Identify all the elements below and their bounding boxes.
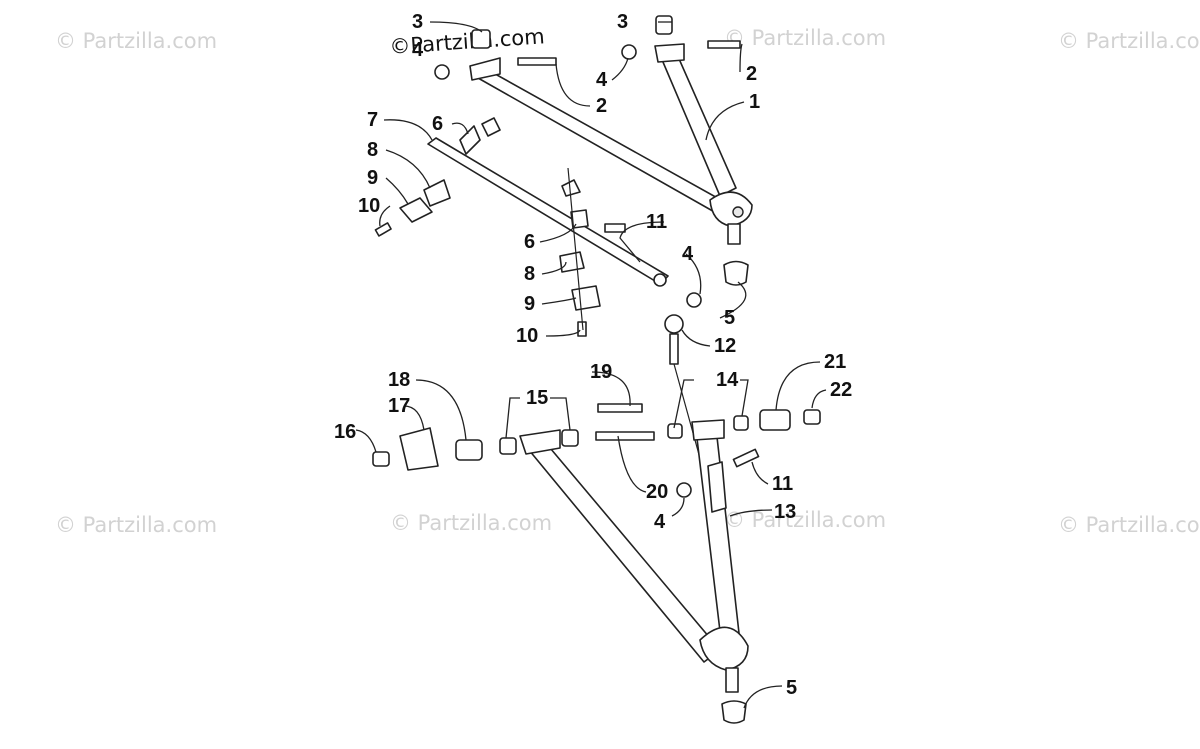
upper-ball-joint-boot [723,260,749,286]
callout-6-upper: 6 [432,113,443,135]
sway-bar-link-eye [664,314,684,334]
callout-9-lower: 9 [524,293,535,315]
watermark-top-center: © Partzilla.com [724,26,886,50]
lower-bushing-front-b [733,415,749,431]
bushing-clamp-a [459,125,481,155]
callout-3-front: 3 [617,11,628,33]
nut-front [803,409,821,425]
lower-bushing-rear-a [499,437,517,455]
callout-14: 14 [716,369,739,391]
callout-8-lower: 8 [524,263,535,285]
sleeve-rear [455,439,483,461]
nut-rear [372,451,390,467]
bushing-a [423,179,451,207]
sway-bar-end-eye [653,273,667,287]
lower-bushing-rear-b [561,429,579,447]
callout-4-rear: 4 [412,39,424,61]
watermark-mid-left: © Partzilla.com [55,513,217,537]
callout-20: 20 [646,481,668,503]
watermark-mid-right: © Partzilla.com [1058,513,1200,537]
clip-a [481,117,501,137]
lower-a-arm [372,403,821,724]
callout-4-front: 4 [596,69,608,91]
callout-7: 7 [367,109,378,131]
callout-3-rear: 3 [412,11,423,33]
callout-13: 13 [774,501,796,523]
sway-bar-assembly [374,117,707,481]
sleeve-front [759,409,791,431]
assembly-line-b [567,167,584,331]
link-bolt-top [604,223,626,233]
upper-arm-rear-pivot [469,57,501,81]
lower-arm-front-pivot [691,419,725,441]
watermark-mid-center: © Partzilla.com [390,511,552,535]
sway-bar-link-rod [669,333,679,365]
callout-1: 1 [749,91,760,113]
lower-arm-rear-tube [523,435,721,663]
callout-9-upper: 9 [367,167,378,189]
callout-4-link: 4 [682,243,694,265]
bolt-a [374,222,392,237]
watermark-layer: © Partzilla.com © Partzilla.com © Partzi… [55,24,1200,537]
leader-lines [355,21,827,709]
callout-6-lower: 6 [524,231,535,253]
watermark-top-left: © Partzilla.com [55,29,217,53]
clip-b [561,179,581,197]
shock-mount-bracket [707,461,727,513]
watermark-top-right: © Partzilla.com [1058,29,1200,53]
callout-5-upper: 5 [724,307,735,329]
sway-bar [427,137,669,285]
upper-arm-front-pivot [654,43,685,63]
mount-bracket [399,427,439,471]
upper-a-arm [434,15,753,286]
bolt-20 [595,431,655,441]
lower-ball-joint-housing [699,626,749,671]
watermark-mid-center-right: © Partzilla.com [724,508,886,532]
callout-2-front: 2 [746,63,757,85]
upper-bolt-front [707,40,741,49]
upper-nut-front [621,44,637,60]
callout-18: 18 [388,369,410,391]
upper-ball-joint-hole [732,206,744,218]
bracket-a [399,197,433,223]
callout-19: 19 [590,361,612,383]
callout-22: 22 [830,379,852,401]
callout-labels: 3 4 3 2 4 2 1 7 6 8 9 10 11 6 4 8 9 5 10… [334,11,852,699]
link-nut-top [686,292,702,308]
bushing-b [559,251,585,273]
callout-10-upper: 10 [358,195,380,217]
callout-5-lower: 5 [786,677,797,699]
callout-15: 15 [526,387,548,409]
callout-11-upper: 11 [646,211,667,233]
callout-16: 16 [334,421,356,443]
callout-11-lower: 11 [772,473,793,495]
upper-ball-joint-stud [727,223,741,245]
lower-ball-joint-stud [725,667,739,693]
upper-bushing-front [655,15,673,35]
lower-arm-rear-pivot [519,429,561,455]
upper-bolt-rear [517,57,557,66]
callout-10-lower: 10 [516,325,538,347]
callout-2-rear: 2 [596,95,607,117]
upper-ball-joint-housing [709,191,753,227]
callout-8-upper: 8 [367,139,378,161]
callout-4-lower: 4 [654,511,666,533]
upper-bushing-rear [471,29,491,49]
upper-nut-rear [434,64,450,80]
callout-12: 12 [714,335,736,357]
shock-bolt [732,448,760,468]
bracket-b [571,285,601,311]
bolt-19 [597,403,643,413]
callout-21: 21 [824,351,846,373]
lower-ball-joint-boot [721,700,747,724]
bushing-clamp-b [570,209,589,229]
shock-nut [676,482,692,498]
callout-17: 17 [388,395,410,417]
